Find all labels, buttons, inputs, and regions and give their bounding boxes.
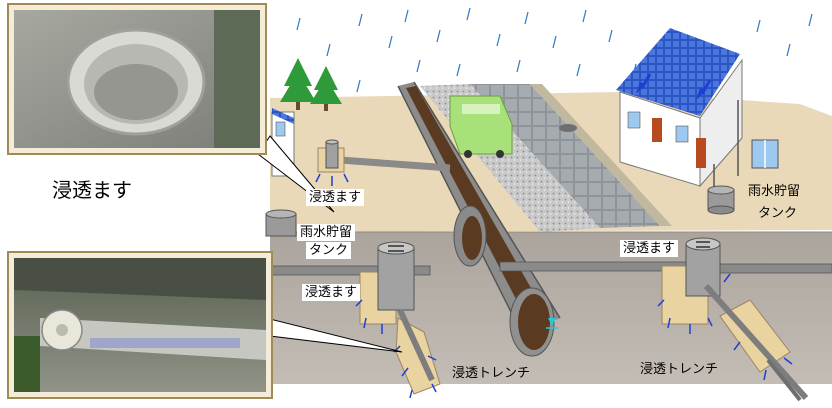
infiltration-arrows — [315, 173, 793, 399]
label-rain-tank-left-2: タンク — [306, 242, 352, 259]
callout-label-top: 浸透ます — [52, 178, 132, 202]
road-tiled — [470, 84, 660, 228]
infiltration-basin-left — [359, 241, 415, 325]
bus-icon — [449, 95, 513, 158]
infiltration-basin-upper — [317, 139, 345, 173]
photo-infiltration-basin — [7, 3, 267, 155]
infiltration-trench-left — [395, 308, 441, 395]
label-inf-basin-upper: 浸透ます — [306, 189, 365, 206]
infiltration-trench-right — [703, 284, 809, 400]
label-rain-tank-left-1: 雨水貯留 — [297, 224, 356, 241]
house-icon — [616, 28, 743, 190]
label-inf-basin-left: 浸透ます — [302, 284, 361, 301]
lateral-pipe — [269, 156, 832, 276]
infiltration-basin-right — [661, 237, 721, 325]
water-level-icon — [548, 318, 556, 326]
road-gutter — [530, 84, 672, 226]
photo-infiltration-trench — [7, 251, 273, 399]
label-inf-basin-right: 浸透ます — [620, 240, 679, 257]
label-rain-tank-right-1: 雨水貯留 — [748, 184, 801, 199]
tree-icon — [280, 58, 316, 110]
label-rain-tank-right-2: タンク — [758, 206, 798, 221]
tree-icon — [310, 66, 342, 111]
label-trench-left: 浸透トレンチ — [452, 366, 531, 381]
rain-tank-left — [265, 209, 297, 237]
label-trench-right: 浸透トレンチ — [640, 362, 719, 377]
rain-tank-right — [707, 185, 735, 215]
